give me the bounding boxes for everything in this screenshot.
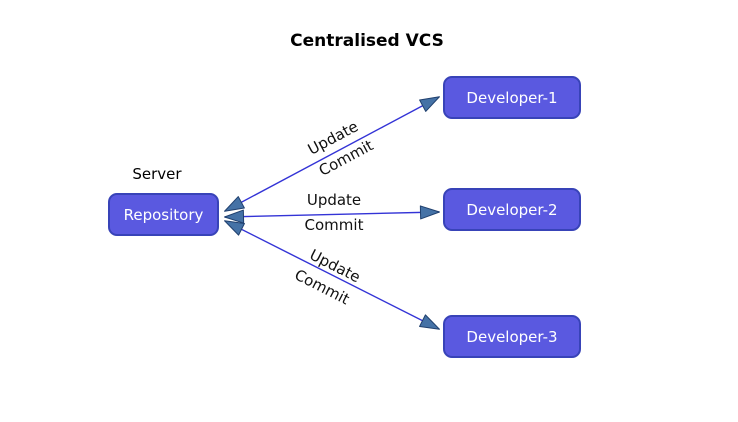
node-developer-2: Developer-2 [443,188,581,231]
edge2-commit-label: Commit [304,216,364,234]
node-repository: Repository [108,193,219,236]
edge-repository-developer2 [224,205,440,224]
node-developer-1-label: Developer-1 [466,88,558,107]
diagram-title: Centralised VCS [290,31,444,51]
edge-repository-developer3 [224,220,440,330]
edge2-update-label: Update [306,191,362,209]
node-repository-label: Repository [123,205,204,224]
node-developer-3: Developer-3 [443,315,581,358]
server-label: Server [132,165,182,183]
node-developer-2-label: Developer-2 [466,200,558,219]
edge-repository-developer1 [224,96,440,212]
node-developer-3-label: Developer-3 [466,327,558,346]
node-developer-1: Developer-1 [443,76,581,119]
